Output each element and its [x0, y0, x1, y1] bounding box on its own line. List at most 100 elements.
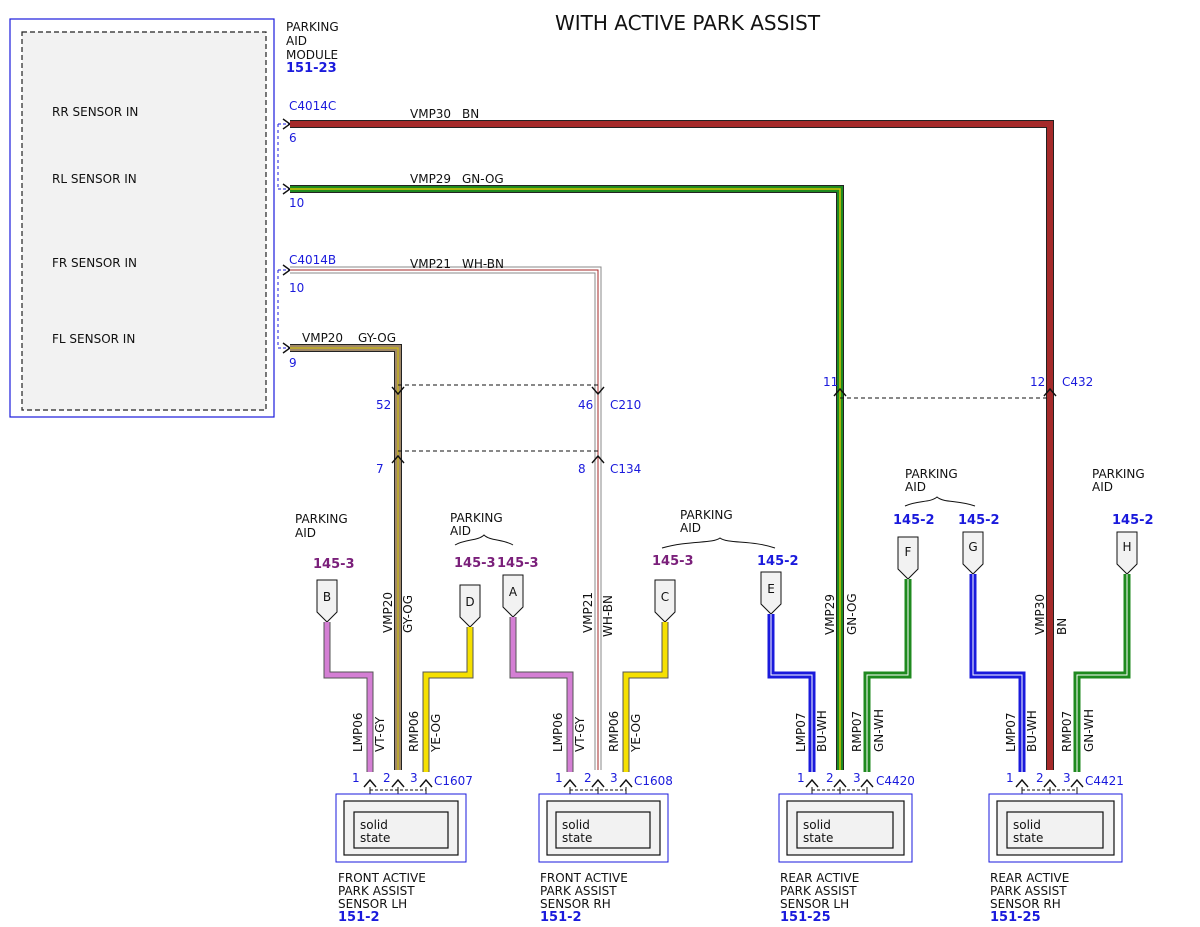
vlabel-rmp06-rh: RMP06: [607, 711, 621, 752]
sensor-1-ref: 151-2: [540, 910, 582, 925]
solid-state-lh-rear-1: solid: [803, 818, 831, 832]
solid-state-lh-rear-2: state: [803, 831, 833, 845]
connector-c1607-label: C1607: [434, 774, 473, 788]
c1607-pin-3: 3: [410, 771, 418, 785]
inline-connector-dashes: [398, 384, 1050, 452]
vlabel-rmp06-lh: RMP06: [407, 711, 421, 752]
offpage-tag-c: [654, 579, 676, 623]
input-rr-label: RR SENSOR IN: [52, 105, 138, 119]
c134-pin-8: 8: [578, 462, 586, 476]
offpage-b-ref: 145-3: [313, 557, 355, 572]
sensor-3-name-1: REAR ACTIVE: [990, 871, 1069, 885]
wire-lmp07-bu-wh: [767, 574, 1026, 772]
vlabel-vt-gy-rh: VT-GY: [573, 716, 587, 752]
c4421-pin-3: 3: [1063, 771, 1071, 785]
vlabel-lmp06-lh: LMP06: [351, 712, 365, 752]
parking-aid-label-fg-2: AID: [905, 480, 926, 494]
vlabel-bu-wh-lh: BU-WH: [815, 710, 829, 752]
input-rl-label: RL SENSOR IN: [52, 172, 137, 186]
parking-aid-module: RR SENSOR IN RL SENSOR IN FR SENSOR IN F…: [9, 18, 275, 418]
wire-vmp29-circuit: VMP29: [410, 172, 451, 186]
offpage-b-letter: B: [323, 590, 331, 604]
solid-state-rh-front-1: solid: [562, 818, 590, 832]
wire-vmp30-circuit: VMP30: [410, 107, 451, 121]
offpage-e-ref: 145-2: [757, 554, 799, 569]
offpage-f-ref: 145-2: [893, 513, 935, 528]
connector-c4014b-label: C4014B: [289, 253, 336, 267]
vlabel-vt-gy-lh: VT-GY: [373, 716, 387, 752]
connector-c1608-label: C1608: [634, 774, 673, 788]
vlabel-vmp29: VMP29: [823, 594, 837, 635]
wire-vmp29-gn-og: [290, 185, 844, 770]
sensor-1-name-3: SENSOR RH: [540, 897, 611, 911]
c210-pin-52: 52: [376, 398, 391, 412]
solid-state-rh-rear-1: solid: [1013, 818, 1041, 832]
offpage-g-ref: 145-2: [958, 513, 1000, 528]
module-inner: [21, 31, 267, 411]
c4420-pin-3: 3: [853, 771, 861, 785]
vlabel-ye-og-rh: YE-OG: [629, 714, 643, 753]
wire-vmp20-circuit: VMP20: [302, 331, 343, 345]
offpage-tag-g: [962, 531, 984, 575]
vlabel-bn: BN: [1055, 618, 1069, 635]
sensor-2-name-3: SENSOR LH: [780, 897, 849, 911]
sensor-3-name-2: PARK ASSIST: [990, 884, 1067, 898]
connector-c4420-label: C4420: [876, 774, 915, 788]
wire-vmp21-wh-bn: [290, 266, 602, 770]
vlabel-vmp20: VMP20: [381, 592, 395, 633]
offpage-f-letter: F: [905, 545, 912, 559]
vlabel-vmp21: VMP21: [581, 592, 595, 633]
sensor-0-ref: 151-2: [338, 910, 380, 925]
c210-label: C210: [610, 398, 641, 412]
vlabel-gn-wh-rh: GN-WH: [1082, 709, 1096, 752]
c134-label: C134: [610, 462, 641, 476]
pin-10b-label: 10: [289, 281, 304, 295]
connector-c4014c-label: C4014C: [289, 99, 336, 113]
sensor-3-ref: 151-25: [990, 910, 1041, 925]
offpage-d-letter: D: [465, 595, 474, 609]
sensor-rear-rh: [988, 793, 1123, 863]
c1608-pin-2: 2: [584, 771, 592, 785]
offpage-tag-h: [1116, 531, 1138, 575]
vlabel-gn-wh-lh: GN-WH: [872, 709, 886, 752]
parking-aid-label-fg-1: PARKING: [905, 467, 958, 481]
c432-pin-12: 12: [1030, 375, 1045, 389]
offpage-c-ref: 145-3: [652, 554, 694, 569]
vlabel-rmp07-rh: RMP07: [1060, 711, 1074, 752]
parking-aid-label-ce-2: AID: [680, 521, 701, 535]
offpage-tag-e: [760, 571, 782, 615]
offpage-g-letter: G: [968, 540, 977, 554]
c4420-pin-2: 2: [826, 771, 834, 785]
parking-aid-label-h-2: AID: [1092, 480, 1113, 494]
parking-aid-label-b-1: PARKING: [295, 512, 348, 526]
sensor-0-name-1: FRONT ACTIVE: [338, 871, 426, 885]
vlabel-rmp07-lh: RMP07: [850, 711, 864, 752]
vlabel-bu-wh-rh: BU-WH: [1025, 710, 1039, 752]
c432-label: C432: [1062, 375, 1093, 389]
sensor-2-name-1: REAR ACTIVE: [780, 871, 859, 885]
wire-vmp30-color: BN: [462, 107, 479, 121]
sensor-rear-lh: [778, 793, 913, 863]
offpage-tags: [316, 531, 1138, 628]
solid-state-rh-front-2: state: [562, 831, 592, 845]
parking-aid-label-h-1: PARKING: [1092, 467, 1145, 481]
offpage-tag-d: [459, 584, 481, 628]
c432-pin-11: 11: [823, 375, 838, 389]
offpage-tag-f: [897, 536, 919, 580]
sensor-front-rh: [538, 793, 669, 863]
c1607-pin-2: 2: [383, 771, 391, 785]
sensor-2-name-2: PARK ASSIST: [780, 884, 857, 898]
offpage-h-ref: 145-2: [1112, 513, 1154, 528]
c134-pin-7: 7: [376, 462, 384, 476]
module-connector-stubs: [278, 123, 290, 349]
solid-state-rh-rear-2: state: [1013, 831, 1043, 845]
offpage-h-letter: H: [1122, 540, 1131, 554]
vlabel-wh-bn: WH-BN: [601, 595, 615, 637]
sensor-pin-leads: [369, 787, 1078, 812]
wire-vmp20-gy-og: [290, 344, 402, 770]
offpage-c-letter: C: [661, 590, 669, 604]
c1608-pin-3: 3: [610, 771, 618, 785]
group-braces: [454, 496, 976, 549]
wire-vmp21-color: WH-BN: [462, 257, 504, 271]
c210-pin-46: 46: [578, 398, 593, 412]
